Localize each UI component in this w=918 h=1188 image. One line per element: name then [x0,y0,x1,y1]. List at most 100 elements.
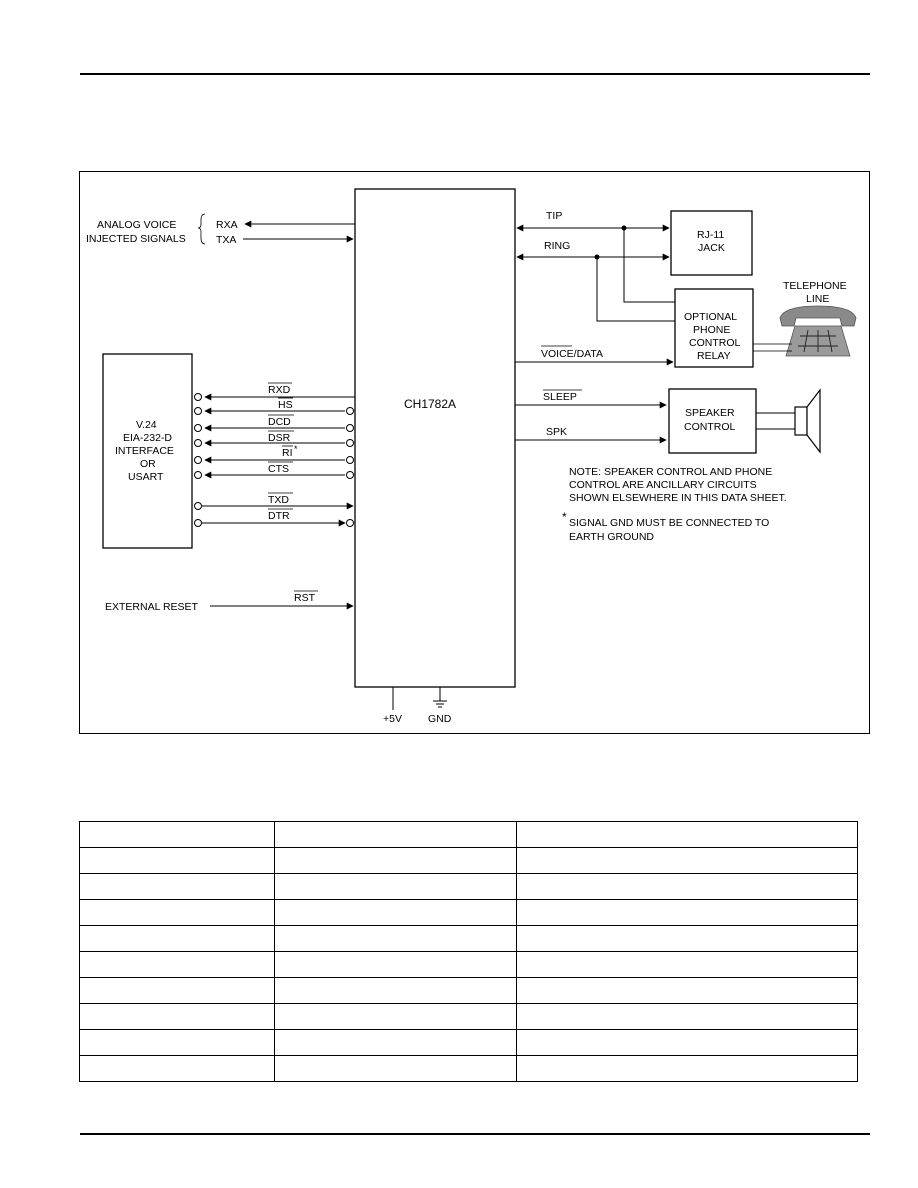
table-cell [274,873,517,900]
gnd-note-star: * [562,510,567,524]
table-cell [274,899,517,926]
table-cell [79,1055,275,1082]
note-line-2: CONTROL ARE ANCILLARY CIRCUITS [569,479,757,491]
table-cell [274,847,517,874]
rj11-block [670,210,753,276]
rxd-label: RXD [268,384,291,396]
speaker-control-block [668,388,757,454]
table-cell [79,899,275,926]
table-cell [79,873,275,900]
gnd-note-line-1: SIGNAL GND MUST BE CONNECTED TO [569,517,769,529]
table-cell [79,847,275,874]
pin-table [79,821,858,1082]
speaker-control-label-2: CONTROL [684,421,735,433]
speaker-control-label-1: SPEAKER [685,407,735,419]
table-cell [516,951,858,978]
interface-line-5: USART [128,471,164,483]
rj11-label-2: JACK [698,242,725,254]
footer-rule [80,1133,870,1135]
interface-line-4: OR [140,458,156,470]
table-row [79,925,858,952]
speaker-icon [794,388,821,454]
telephone-label-2: LINE [806,293,829,305]
tip-label: TIP [546,210,562,222]
table-cell [516,821,858,848]
table-cell [516,873,858,900]
table-cell [274,821,517,848]
tip-to-relay [623,228,675,303]
block-diagram: CH1782A ANALOG VOICE INJECTED SIGNALS RX… [79,171,870,734]
table-cell [79,977,275,1004]
interface-line-2: EIA-232-D [123,432,172,444]
note-line-3: SHOWN ELSEWHERE IN THIS DATA SHEET. [569,492,787,504]
interface-block [102,353,193,549]
ring-label: RING [544,240,570,252]
chip-block [354,188,516,688]
table-row [79,1029,858,1056]
relay-label-4: RELAY [697,350,731,362]
table-row [79,821,858,848]
table-cell [516,977,858,1004]
dcd-label: DCD [268,416,291,428]
table-cell [274,925,517,952]
relay-label-3: CONTROL [689,337,740,349]
table-cell [79,1003,275,1030]
table-cell [274,1003,517,1030]
table-cell [516,847,858,874]
table-cell [274,1029,517,1056]
telephone-label-1: TELEPHONE [783,280,847,292]
table-cell [516,1055,858,1082]
interface-line-3: INTERFACE [115,445,174,457]
table-cell [516,899,858,926]
table-cell [79,951,275,978]
analog-voice-label: ANALOG VOICE [97,219,176,231]
table-cell [274,1055,517,1082]
table-row [79,951,858,978]
sleep-label: SLEEP [543,391,577,403]
table-row [79,899,858,926]
rst-label: RST [294,592,316,604]
spk-label: SPK [546,426,567,438]
injected-signals-label: INJECTED SIGNALS [86,233,186,245]
interface-signals [194,393,355,527]
table-cell [516,1029,858,1056]
table-cell [274,951,517,978]
relay-block [674,288,754,368]
table-row [79,1055,858,1082]
hs-label: HS [278,399,293,411]
interface-line-1: V.24 [136,419,157,431]
relay-label-2: PHONE [693,324,730,336]
table-cell [516,925,858,952]
cts-label: CTS [268,463,289,475]
chip-label: CH1782A [404,397,456,411]
note-line-1: NOTE: SPEAKER CONTROL AND PHONE [569,466,772,478]
table-row [79,1003,858,1030]
table-cell [79,821,275,848]
table-cell [79,1029,275,1056]
telephone-icon [779,305,857,357]
table-cell [274,977,517,1004]
table-row [79,873,858,900]
header-rule [80,73,870,75]
gnd-note-line-2: EARTH GROUND [569,531,654,543]
dtr-label: DTR [268,510,290,522]
dsr-label: DSR [268,432,291,444]
ri-star: * [294,444,298,454]
gnd-label: GND [428,713,452,725]
rxa-label: RXA [216,219,238,231]
table-row [79,847,858,874]
rj11-label-1: RJ-11 [697,229,724,241]
table-cell [516,1003,858,1030]
diagram-frame [79,171,870,734]
relay-label-1: OPTIONAL [684,311,737,323]
voice-data-label: VOICE/DATA [541,348,603,360]
table-cell [79,925,275,952]
table-row [79,977,858,1004]
external-reset-label: EXTERNAL RESET [105,601,199,613]
plus5v-label: +5V [383,713,402,725]
txd-label: TXD [268,494,289,506]
analog-brace [197,213,206,245]
ri-label: RI [282,447,293,459]
txa-label: TXA [216,234,236,246]
ring-to-relay [596,257,675,322]
